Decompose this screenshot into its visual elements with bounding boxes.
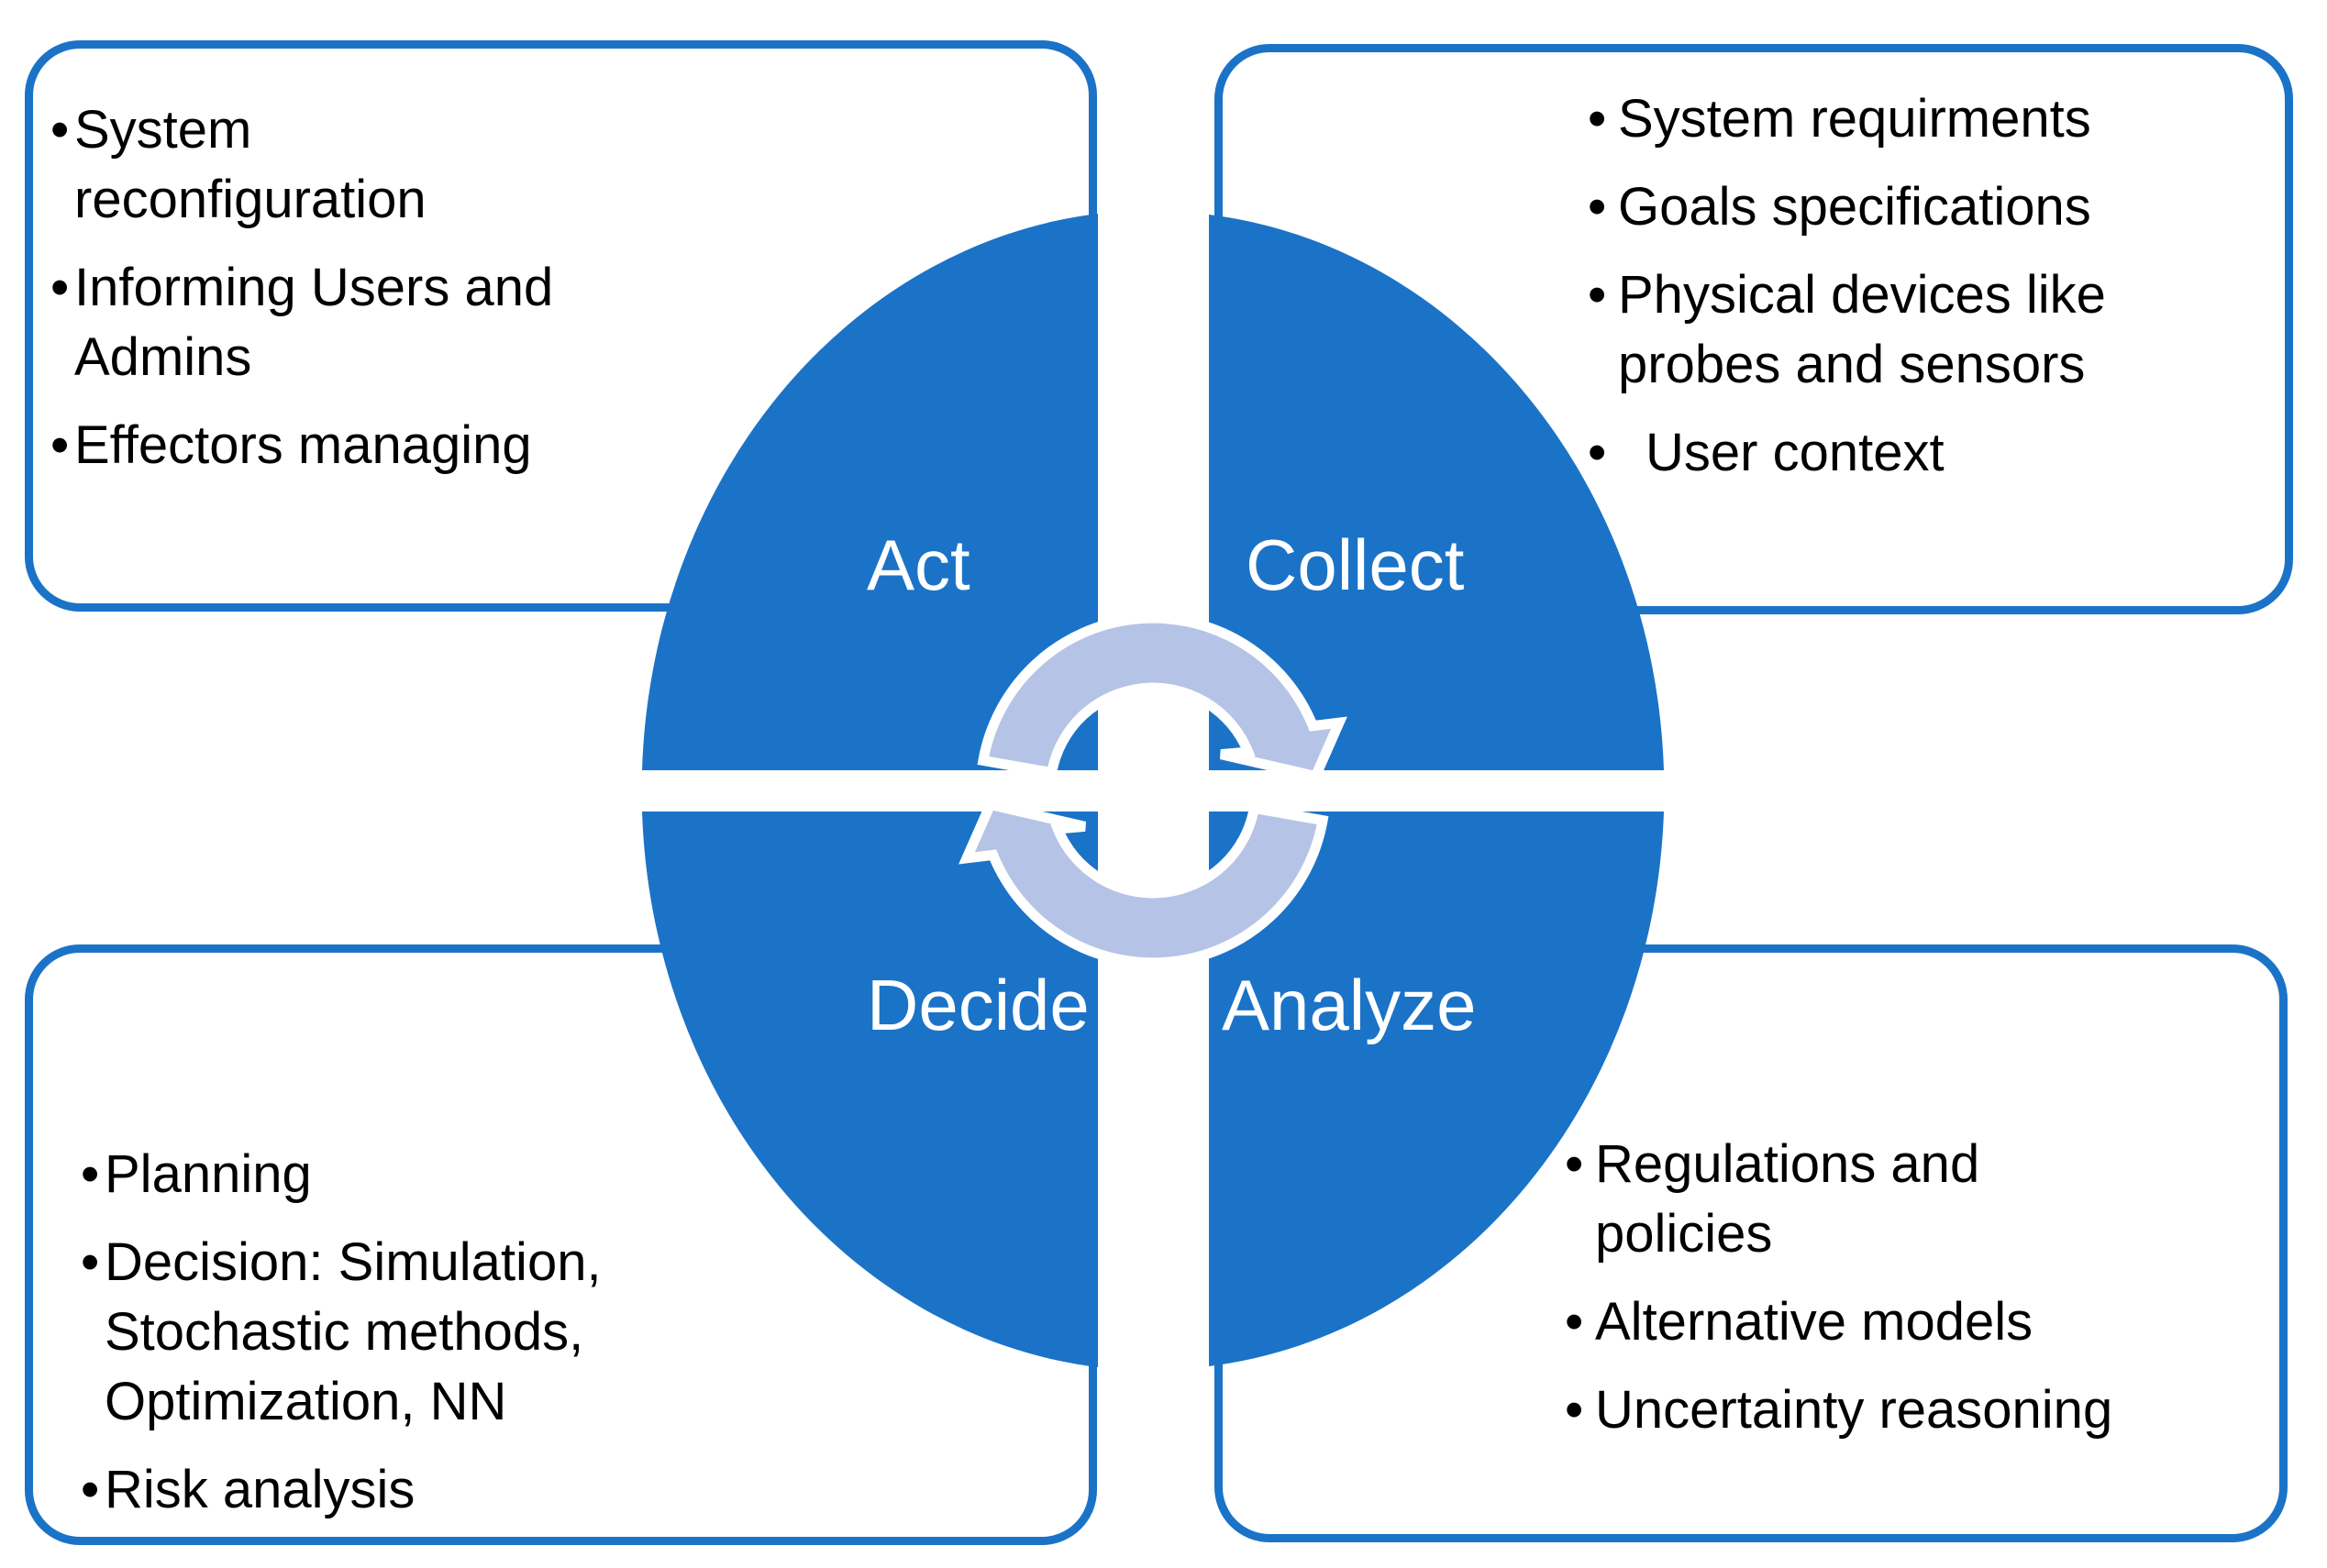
- collect-quadrant: [1209, 215, 1664, 770]
- list-item-line: Uncertainty reasoning: [1595, 1380, 2113, 1440]
- bullet-glyph: •: [50, 100, 70, 160]
- list-item-line: Alternative models: [1595, 1292, 2033, 1352]
- bullet-glyph: •: [1588, 265, 1607, 325]
- list-item: • Physical devices like probes and senso…: [1588, 260, 2266, 400]
- list-item-line: System: [74, 100, 252, 160]
- collect-items-box: • System requirments • Goals specificati…: [1214, 44, 2293, 614]
- act-items-list: • System reconfiguration • Informing Use…: [50, 95, 1070, 480]
- list-item: • User context: [1588, 418, 2266, 488]
- list-item-line: reconfiguration: [74, 170, 427, 229]
- bullet-glyph: •: [1588, 89, 1607, 149]
- list-item: • Uncertainty reasoning: [1565, 1375, 2261, 1445]
- clockwise-arc-arrow-bottom-icon: [959, 799, 1329, 968]
- list-item-line: Optimization, NN: [105, 1372, 507, 1431]
- list-item-line: System requirments: [1618, 89, 2091, 149]
- list-item: • Informing Users and Admins: [50, 253, 1070, 392]
- act-quadrant: [642, 214, 1098, 770]
- list-item: • Alternative models: [1565, 1287, 2261, 1357]
- list-item-line: Admins: [74, 327, 252, 387]
- decide-quadrant: [642, 812, 1098, 1367]
- list-item-line: Informing Users and: [74, 258, 554, 317]
- clockwise-arc-arrow-top-icon: [977, 613, 1347, 782]
- decide-items-list: • Planning • Decision: Simulation, Stoch…: [81, 1140, 1070, 1525]
- list-item: • Goals specifications: [1588, 172, 2266, 242]
- bullet-glyph: •: [1565, 1292, 1584, 1352]
- list-item: • Effectors managing: [50, 411, 1070, 480]
- analyze-items-box: • Regulations and policies • Alternative…: [1214, 944, 2288, 1542]
- bullet-glyph: •: [81, 1144, 100, 1204]
- list-item: • Regulations and policies: [1565, 1130, 2261, 1269]
- list-item: • Planning: [81, 1140, 1070, 1209]
- bullet-glyph: •: [81, 1232, 100, 1292]
- analyze-items-list: • Regulations and policies • Alternative…: [1565, 1130, 2261, 1445]
- quadrant-label-act: Act: [867, 525, 970, 605]
- collect-items-list: • System requirments • Goals specificati…: [1588, 84, 2266, 488]
- bullet-glyph: •: [50, 258, 70, 317]
- bullet-glyph: •: [1588, 423, 1607, 482]
- list-item-line: Physical devices like: [1618, 265, 2106, 325]
- list-item: • Risk analysis: [81, 1455, 1070, 1525]
- list-item-line: Risk analysis: [105, 1460, 416, 1519]
- list-item-line: Regulations and: [1595, 1134, 1980, 1194]
- list-item-line: probes and sensors: [1618, 335, 2086, 394]
- bullet-glyph: •: [1565, 1380, 1584, 1440]
- list-item: • Decision: Simulation, Stochastic metho…: [81, 1228, 1070, 1437]
- analyze-quadrant: [1209, 812, 1664, 1366]
- list-item-line: Goals specifications: [1618, 177, 2091, 237]
- bullet-glyph: •: [1588, 177, 1607, 237]
- list-item: • System reconfiguration: [50, 95, 1070, 235]
- list-item-line: User context: [1646, 423, 1945, 482]
- bullet-glyph: •: [81, 1460, 100, 1519]
- list-item-line: Effectors managing: [74, 415, 532, 475]
- quadrant-label-collect: Collect: [1246, 525, 1465, 605]
- list-item: • System requirments: [1588, 84, 2266, 154]
- bullet-glyph: •: [1565, 1134, 1584, 1194]
- act-items-box: • System reconfiguration • Informing Use…: [25, 40, 1097, 612]
- quadrant-label-decide: Decide: [867, 965, 1090, 1045]
- bullet-glyph: •: [50, 415, 70, 475]
- list-item-line: Planning: [105, 1144, 312, 1204]
- list-item-line: policies: [1595, 1204, 1773, 1264]
- list-item-line: Decision: Simulation,: [105, 1232, 602, 1292]
- quadrant-label-analyze: Analyze: [1222, 965, 1477, 1045]
- list-item-line: Stochastic methods,: [105, 1302, 584, 1362]
